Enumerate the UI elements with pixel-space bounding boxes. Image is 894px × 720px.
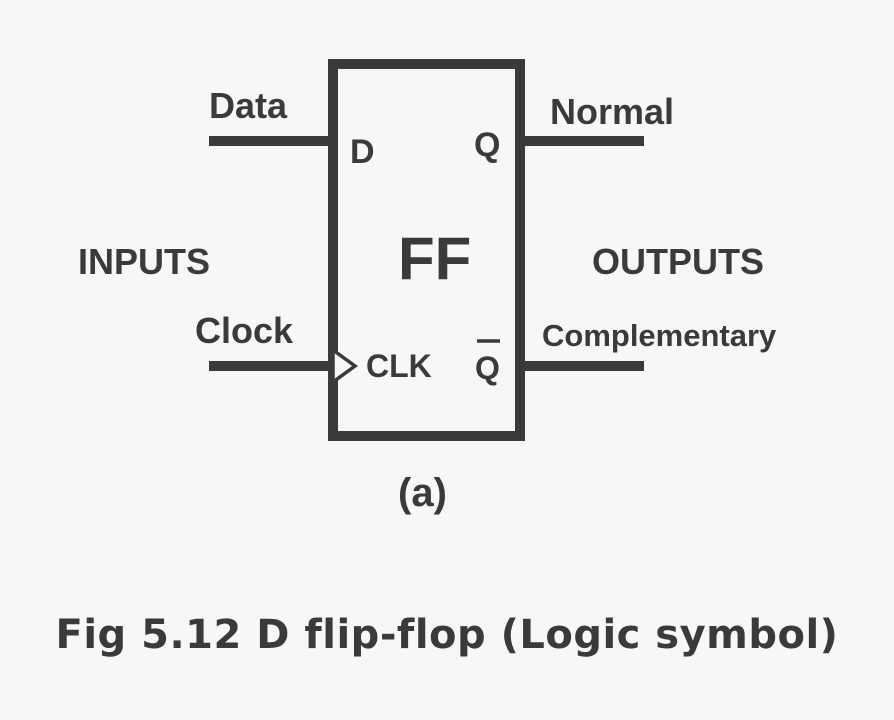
clock-signal-label: Clock — [195, 310, 294, 351]
outputs-group-label: OUTPUTS — [592, 241, 764, 282]
sub-caption: (a) — [398, 471, 447, 515]
flip-flop-box — [328, 59, 525, 441]
q-port-label: Q — [474, 126, 500, 164]
clk-port-label: CLK — [366, 348, 432, 384]
q-bar-port-label: Q — [475, 350, 500, 386]
normal-signal-label: Normal — [550, 91, 674, 132]
data-signal-label: Data — [209, 85, 288, 126]
figure-caption: Fig 5.12 D flip-flop (Logic symbol) — [55, 612, 839, 658]
d-port-label: D — [350, 133, 375, 171]
complementary-signal-label: Complementary — [542, 318, 777, 353]
inputs-group-label: INPUTS — [78, 241, 210, 282]
ff-block-label: FF — [398, 225, 471, 292]
clock-edge-triangle — [331, 346, 358, 386]
